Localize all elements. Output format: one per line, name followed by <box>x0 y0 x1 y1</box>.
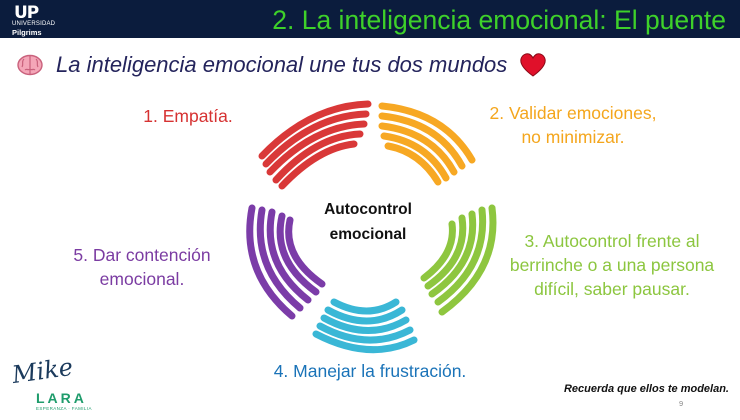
header-bar: UP UNIVERSIDAD Pilgrims 2. La inteligenc… <box>0 0 740 38</box>
purple-arc <box>246 204 326 320</box>
item-contencion: 5. Dar contención emocional. <box>58 243 226 291</box>
logo-line2: Pilgrims <box>12 28 42 37</box>
item-3-line-3: difícil, saber pausar. <box>534 279 690 299</box>
brand-logo: Mike LARA ESPERANZA · FAMILIA <box>8 353 92 415</box>
item-empatia: 1. Empatía. <box>125 104 251 128</box>
brand-name-script: Mike <box>10 352 75 390</box>
center-line-2: emocional <box>329 226 407 243</box>
item-autocontrol: 3. Autocontrol frente al berrinche o a u… <box>496 229 728 301</box>
red-arc <box>258 100 372 190</box>
brand-tagline: ESPERANZA · FAMILIA <box>36 406 92 411</box>
item-frustracion: 4. Manejar la frustración. <box>250 359 490 383</box>
blue-arc <box>312 298 418 354</box>
logo-mark: UP <box>14 3 39 23</box>
item-1-line-1: 1. Empatía. <box>143 106 233 126</box>
slide-title: 2. La inteligencia emocional: El puente <box>272 5 726 35</box>
subtitle-text: La inteligencia emocional une tus dos mu… <box>56 52 508 77</box>
cycle-diagram <box>246 100 497 354</box>
footer-note: Recuerda que ellos te modelan. <box>563 383 729 395</box>
item-5-line-1: 5. Dar contención <box>73 245 211 265</box>
item-2-line-2: no minimizar. <box>521 127 625 147</box>
item-3-line-2: berrinche o a una persona <box>509 255 715 275</box>
cycle-center-label: Autocontrol emocional <box>298 197 438 247</box>
orange-arc <box>378 102 476 186</box>
item-3-line-1: 3. Autocontrol frente al <box>524 231 700 251</box>
heart-icon <box>520 53 547 77</box>
center-line-1: Autocontrol <box>324 201 412 218</box>
logo-line1: UNIVERSIDAD <box>12 21 56 27</box>
item-validar: 2. Validar emociones, no minimizar. <box>468 101 678 149</box>
page-number: 9 <box>679 399 684 408</box>
green-arc <box>420 204 497 316</box>
subtitle: La inteligencia emocional une tus dos mu… <box>16 50 547 80</box>
brain-icon <box>17 54 43 76</box>
item-2-line-1: 2. Validar emociones, <box>489 103 657 123</box>
item-4-line-1: 4. Manejar la frustración. <box>273 361 467 381</box>
brand-name-block: LARA <box>36 390 87 406</box>
university-logo: UP UNIVERSIDAD Pilgrims <box>6 3 62 37</box>
item-5-line-2: emocional. <box>99 269 185 289</box>
